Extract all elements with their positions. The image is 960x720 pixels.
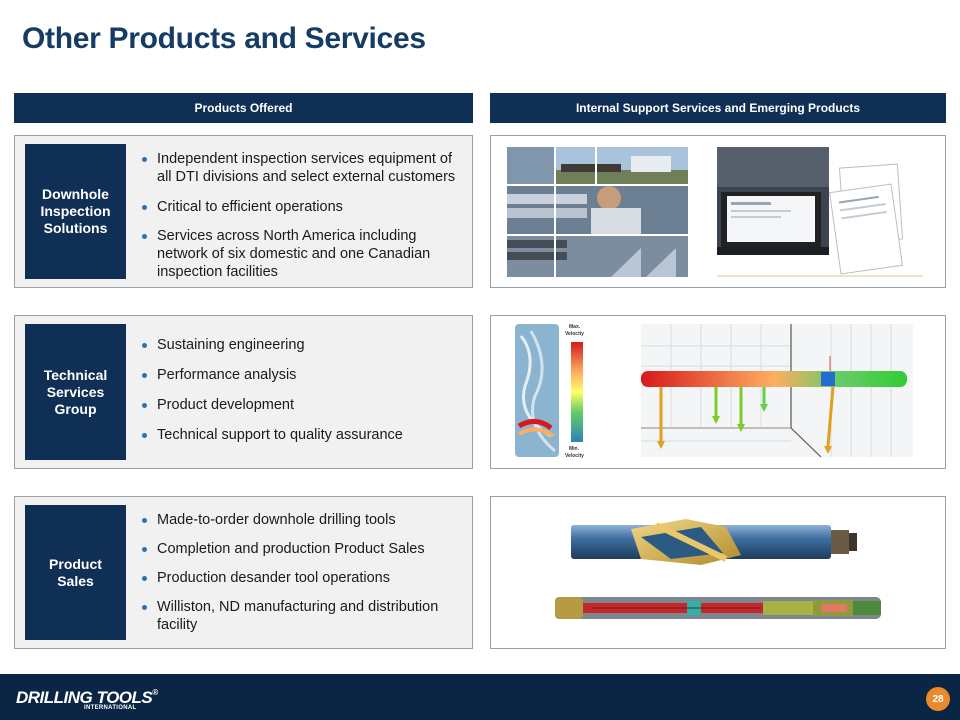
bullet-list: Made-to-order downhole drilling tools Co… <box>139 511 464 645</box>
products-offered-header: Products Offered <box>14 93 473 123</box>
technical-services-panel: Technical Services Group Sustaining engi… <box>14 315 473 469</box>
list-item: Made-to-order downhole drilling tools <box>139 511 464 529</box>
list-item: Services across North America including … <box>139 227 464 281</box>
company-logo: DRILLING TOOLS® <box>16 688 158 708</box>
cfd-analysis-panel: Max. Velocity Min. Velocity <box>490 315 946 469</box>
list-item: Critical to efficient operations <box>139 198 464 216</box>
logo-subtitle: INTERNATIONAL <box>84 705 137 711</box>
drilling-tools-image <box>555 519 881 619</box>
min-velocity-label-1: Min. <box>569 446 580 452</box>
list-item: Technical support to quality assurance <box>139 426 464 444</box>
max-velocity-label-1: Max. <box>569 324 581 330</box>
downhole-inspection-panel: Downhole Inspection Solutions Independen… <box>14 135 473 288</box>
section-label: Technical Services Group <box>25 324 126 460</box>
page-number-badge: 28 <box>926 687 950 711</box>
support-services-header: Internal Support Services and Emerging P… <box>490 93 946 123</box>
inspection-photos-panel <box>490 135 946 288</box>
list-item: Product development <box>139 396 464 414</box>
logo-registered-mark: ® <box>152 688 158 697</box>
list-item: Production desander tool operations <box>139 569 464 587</box>
list-item: Completion and production Product Sales <box>139 540 464 558</box>
list-item: Williston, ND manufacturing and distribu… <box>139 598 464 634</box>
cfd-analysis-image: Max. Velocity Min. Velocity <box>515 324 913 459</box>
logo-text: DRILLING TOOLS <box>16 688 153 707</box>
drilling-tools-panel <box>490 496 946 649</box>
max-velocity-label-2: Velocity <box>565 331 584 337</box>
footer-bar <box>0 674 960 720</box>
bullet-list: Independent inspection services equipmen… <box>139 150 464 293</box>
min-velocity-label-2: Velocity <box>565 453 584 459</box>
page-title: Other Products and Services <box>22 22 426 55</box>
inspection-photos-image <box>507 147 923 277</box>
section-label: Downhole Inspection Solutions <box>25 144 126 279</box>
section-label: Product Sales <box>25 505 126 640</box>
list-item: Sustaining engineering <box>139 336 464 354</box>
list-item: Independent inspection services equipmen… <box>139 150 464 186</box>
product-sales-panel: Product Sales Made-to-order downhole dri… <box>14 496 473 649</box>
list-item: Performance analysis <box>139 366 464 384</box>
bullet-list: Sustaining engineering Performance analy… <box>139 336 464 456</box>
